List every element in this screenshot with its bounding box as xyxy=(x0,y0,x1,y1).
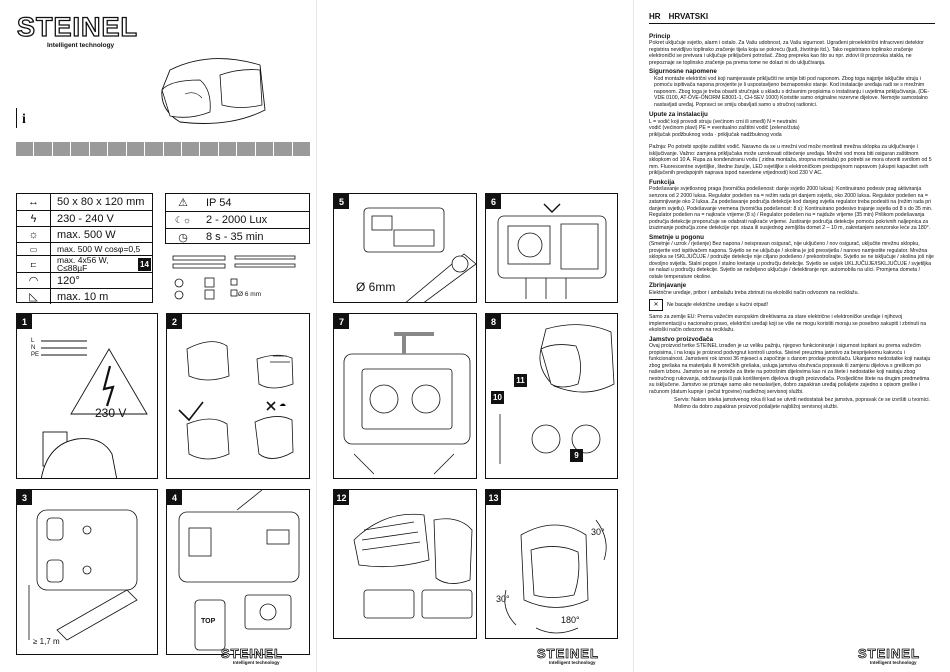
step-number: 12 xyxy=(334,490,349,505)
angle-label-left: 30° xyxy=(496,594,510,604)
power-off-illustration xyxy=(40,340,148,478)
drill-diameter-label: Ø 6mm xyxy=(356,280,396,294)
language-name: HRVATSKI xyxy=(668,12,709,21)
section-installation: Upute za instalaciju L = vodič koji prov… xyxy=(649,111,800,138)
language-header: HR HRVATSKI xyxy=(649,12,935,24)
sensor-product-illustration xyxy=(161,58,266,124)
angle-label-bottom: 180° xyxy=(561,615,580,625)
spec-table-right: ⚠ IP 54 ☾☼ 2 - 2000 Lux ◷ 8 s - 35 min xyxy=(165,193,310,244)
drill-size-caption: Ø 6 mm xyxy=(238,291,262,298)
step-number: 4 xyxy=(167,490,182,505)
section-warranty: Jamstvo proizvođača Ovaj proizvod tvrtke… xyxy=(649,335,931,410)
spec-row-angle: ◠ 120° xyxy=(17,272,152,288)
section-safety: Sigurnosne napomene Kod montaže električ… xyxy=(649,68,930,108)
disposal-notice: ✕ Ne bacajte električne uređaje u kućni … xyxy=(649,299,935,311)
step-6-box: 6 xyxy=(485,193,618,303)
step-number: 2 xyxy=(167,314,182,329)
language-code: HR xyxy=(649,12,661,21)
voltage-icon: ϟ xyxy=(17,211,51,226)
footer-logo: STEINEL xyxy=(537,646,599,662)
timer-icon: ◷ xyxy=(178,231,188,244)
step-8-box: 8 10 11 9 xyxy=(485,313,618,479)
spec-row-lamp: ☼ max. 500 W xyxy=(17,226,152,242)
step-2-box: 2 ☁ xyxy=(166,313,310,479)
fluorescent-icon: ▭ xyxy=(17,243,51,255)
step-number: 8 xyxy=(486,314,501,329)
drilling-illustration xyxy=(28,509,138,641)
screws-and-plugs-illustration xyxy=(172,255,296,300)
step-ref-badge-11: 11 xyxy=(514,374,527,387)
section-troubleshooting: Smetnje u pogonu (Smetnje / uzrok / rješ… xyxy=(649,233,934,280)
section-function: Funkcija Podešavanje svjetlosnog praga (… xyxy=(649,178,933,231)
step-12-box: 12 xyxy=(333,489,477,639)
rotation-illustration xyxy=(504,519,607,634)
brand-logo: STEINEL xyxy=(16,11,139,42)
panel-right xyxy=(633,0,950,672)
voltage-label: 230 V xyxy=(95,406,127,420)
spec-row-fluorescent: ▭ max. 500 W cosφ=0,5 xyxy=(17,242,152,255)
lamp-icon: ☼ xyxy=(17,227,51,242)
footer-tagline: Intelligent technology xyxy=(870,660,917,665)
step-number: 3 xyxy=(17,490,32,505)
section-princip: Princip Pokret uključuje svjetlo, alarm … xyxy=(649,32,924,66)
detection-angle-icon: ◠ xyxy=(17,273,51,288)
terminal-block-illustration xyxy=(343,332,471,475)
wiring-illustration xyxy=(497,203,607,299)
footer-logo: STEINEL xyxy=(221,646,283,662)
mounting-height-label: ≥ 1,7 m xyxy=(33,637,60,646)
info-divider xyxy=(16,108,17,128)
twilight-icon: ☾☼ xyxy=(174,214,192,225)
step-number: 6 xyxy=(486,194,501,209)
wire-label-pe: PE xyxy=(31,352,40,358)
section-disposal: Zbrinjavanje Električne uređaje, pribor … xyxy=(649,282,935,334)
step-ref-badge-10: 10 xyxy=(491,391,504,404)
color-strip xyxy=(16,142,310,156)
step-4-box: 4 TOP xyxy=(166,489,310,655)
warning-triangle-icon: ⚠ xyxy=(178,197,188,209)
info-symbol: i xyxy=(22,112,26,127)
led-icon: ⊏ xyxy=(17,256,51,272)
brand-tagline: Intelligent technology xyxy=(47,42,115,49)
step-number: 1 xyxy=(17,314,32,329)
step-5-box: 5 Ø 6mm xyxy=(333,193,477,303)
step-number: 5 xyxy=(334,194,349,209)
footer-logo: STEINEL xyxy=(858,646,920,662)
wire-label-n: N xyxy=(31,345,36,351)
step-number: 7 xyxy=(334,314,349,329)
section-installation-notes: Pažnja: Po potrebi spojite zaštitni vodi… xyxy=(649,144,932,176)
step-1-box: 1 L N PE 230 V xyxy=(16,313,158,479)
svg-text:☁: ☁ xyxy=(279,401,286,408)
footer-tagline: Intelligent technology xyxy=(233,660,280,665)
angle-label-top: 30° xyxy=(591,527,605,537)
step-7-box: 7 xyxy=(333,313,477,479)
back-plate-illustration xyxy=(178,490,300,651)
step-ref-badge: 14 xyxy=(138,258,151,271)
spec-row-dimensions: ↔ 50 x 80 x 120 mm xyxy=(17,194,152,210)
drill-wall-illustration xyxy=(363,207,476,302)
step-3-box: 3 ≥ 1,7 m xyxy=(16,489,158,655)
spec-table-left: ↔ 50 x 80 x 120 mm ϟ 230 - 240 V ☼ max. … xyxy=(16,193,153,304)
panel-middle: 5 Ø 6mm 6 7 xyxy=(316,0,633,672)
spec-row-voltage: ϟ 230 - 240 V xyxy=(17,210,152,226)
spec-row-range: ◺ max. 10 m xyxy=(17,288,152,304)
cover-assembly-illustration xyxy=(499,324,615,464)
step-13-box: 13 30° 30° 180° xyxy=(485,489,618,639)
mounting-position-illustration: ☁ xyxy=(178,341,294,460)
step-number: 13 xyxy=(486,490,501,505)
lens-cover-illustration xyxy=(353,513,473,619)
footer-tagline: Intelligent technology xyxy=(549,660,596,665)
panel-left: STEINEL Intelligent technology i ↔ 50 x … xyxy=(0,0,316,672)
step-ref-badge-9: 9 xyxy=(570,449,583,462)
top-label: TOP xyxy=(201,618,216,625)
spec-row-timer: ◷ 8 s - 35 min xyxy=(166,228,309,245)
range-icon: ◺ xyxy=(17,289,51,304)
crossed-bin-icon: ✕ xyxy=(649,299,663,311)
dimensions-icon: ↔ xyxy=(17,194,51,210)
spec-row-twilight: ☾☼ 2 - 2000 Lux xyxy=(166,211,309,228)
spec-row-led: ⊏ max. 4x56 W, C≤88µF 14 xyxy=(17,255,152,272)
wire-label-l: L xyxy=(31,338,35,344)
manual-text-column: HR HRVATSKI Princip Pokret uključuje svje… xyxy=(649,12,935,410)
spec-row-ip: ⚠ IP 54 xyxy=(166,194,309,211)
